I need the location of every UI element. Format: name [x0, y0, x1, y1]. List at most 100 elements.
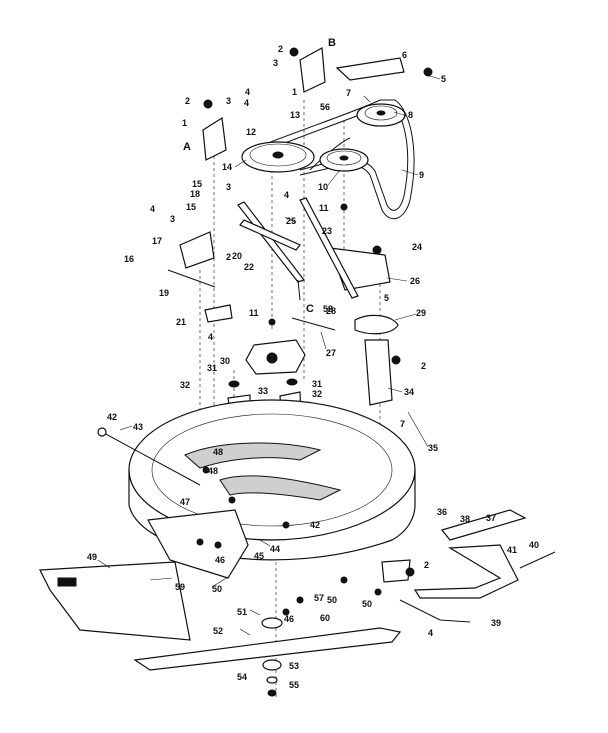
callout-33: 33 [258, 386, 268, 396]
callout-9: 9 [419, 170, 424, 180]
callout-11: 11 [319, 203, 329, 213]
height-adjust-linkage [381, 509, 556, 623]
callout-50b: 50 [327, 595, 337, 605]
brackets [179, 47, 405, 291]
callout-1: 1 [182, 118, 187, 128]
ref-letter-a: A [183, 141, 191, 153]
callout-44: 44 [270, 544, 280, 554]
ref-letter-b: B [328, 37, 336, 49]
callout-22: 22 [244, 262, 254, 272]
callout-2c: 2 [226, 252, 231, 262]
callout-52: 52 [213, 626, 223, 636]
lift-rod [97, 427, 201, 486]
callout-4f: 4 [428, 628, 433, 638]
callout-42: 42 [107, 412, 117, 422]
callout-55: 55 [289, 680, 299, 690]
callout-56: 56 [320, 102, 330, 112]
callout-26: 26 [410, 276, 420, 286]
callout-31: 31 [207, 363, 217, 373]
callout-23: 23 [322, 226, 332, 236]
ref-letter-c: C [306, 303, 314, 315]
discharge-chute [39, 509, 249, 641]
callout-50c: 50 [362, 599, 372, 609]
callout-46b: 46 [284, 614, 294, 624]
callout-53: 53 [289, 661, 299, 671]
callout-39: 39 [491, 618, 501, 628]
callout-60: 60 [320, 613, 330, 623]
callout-13: 13 [290, 110, 300, 120]
callout-48b: 48 [208, 466, 218, 476]
callout-46: 46 [215, 555, 225, 565]
callout-58: 58 [323, 304, 333, 314]
callout-7b: 7 [400, 419, 405, 429]
callout-28: 28 [326, 306, 336, 316]
callout-4c: 4 [150, 204, 155, 214]
callout-43: 43 [133, 422, 143, 432]
mower-blade [133, 617, 402, 697]
callout-59: 59 [175, 582, 185, 592]
callout-5: 5 [441, 74, 446, 84]
callout-12: 12 [246, 127, 256, 137]
callout-2: 2 [278, 44, 283, 54]
callout-36: 36 [437, 507, 447, 517]
callout-27: 27 [326, 348, 336, 358]
pulleys [241, 103, 406, 173]
callout-1b: 1 [292, 87, 297, 97]
callout-24: 24 [412, 242, 422, 252]
callout-3c: 3 [226, 182, 231, 192]
callout-32b: 32 [312, 389, 322, 399]
callout-37: 37 [486, 513, 496, 523]
callout-29: 29 [416, 308, 426, 318]
callout-3: 3 [273, 58, 278, 68]
callout-10: 10 [318, 182, 328, 192]
callout-35: 35 [428, 443, 438, 453]
callout-4d: 4 [284, 190, 289, 200]
callout-17: 17 [152, 236, 162, 246]
leader-lines [97, 74, 441, 636]
callout-40: 40 [529, 540, 539, 550]
callout-32: 32 [180, 380, 190, 390]
callout-3b: 3 [226, 96, 231, 106]
callout-49: 49 [87, 552, 97, 562]
callout-45: 45 [254, 551, 264, 561]
callout-51: 51 [237, 607, 247, 617]
idler-arms [167, 197, 399, 406]
callout-15: 15 [192, 179, 202, 189]
callout-5b: 5 [384, 293, 389, 303]
callout-38: 38 [460, 514, 470, 524]
callout-14: 14 [222, 162, 232, 172]
callout-19: 19 [159, 288, 169, 298]
callout-6: 6 [402, 50, 407, 60]
callout-4e: 4 [208, 332, 213, 342]
callout-20: 20 [232, 251, 242, 261]
callout-57: 57 [314, 593, 324, 603]
callout-48: 48 [213, 447, 223, 457]
callout-41: 41 [507, 545, 517, 555]
callout-15b: 15 [186, 202, 196, 212]
callout-25: 25 [286, 216, 296, 226]
callout-4: 4 [245, 87, 250, 97]
callout-16: 16 [124, 254, 134, 264]
callout-11b: 11 [249, 308, 259, 318]
hardware [196, 47, 433, 616]
callout-30: 30 [220, 356, 230, 366]
callout-2e: 2 [424, 560, 429, 570]
callout-42b: 42 [310, 520, 320, 530]
reference-letters: A B C [183, 37, 336, 315]
callout-4b: 4 [244, 98, 249, 108]
callout-2d: 2 [421, 361, 426, 371]
callout-18: 18 [190, 189, 200, 199]
callout-34: 34 [404, 387, 414, 397]
callout-31b: 31 [312, 379, 322, 389]
callout-labels: 1 1 2 2 2 2 2 3 3 3 3 4 4 4 4 4 4 5 5 6 … [87, 44, 539, 690]
callout-2b: 2 [185, 96, 190, 106]
callout-21: 21 [176, 317, 186, 327]
callout-47: 47 [180, 497, 190, 507]
callout-50: 50 [212, 584, 222, 594]
callout-3d: 3 [170, 214, 175, 224]
callout-8: 8 [408, 110, 413, 120]
callout-7: 7 [346, 88, 351, 98]
callout-54: 54 [237, 672, 247, 682]
